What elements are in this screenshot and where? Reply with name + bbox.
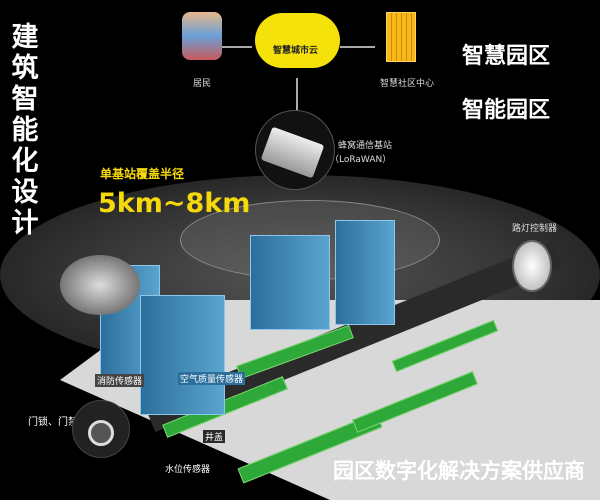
streetlight-controller-icon: [512, 240, 552, 292]
base-station-protocol: （LoRaWAN）: [330, 155, 392, 165]
water-sensor-label: 水位传感器: [165, 465, 211, 475]
base-station-label: 蜂窝通信基站: [338, 141, 393, 151]
cloud-label: 智慧城市云: [273, 46, 319, 56]
bottom-title: 园区数字化解决方案供应商: [333, 459, 585, 483]
arrow-residents-cloud: [222, 46, 252, 48]
coverage-label: 单基站覆盖半径: [100, 167, 185, 181]
manhole-label: 井盖: [203, 430, 226, 443]
building: [250, 235, 330, 330]
coverage-range: 5km~8km: [98, 188, 251, 219]
arrow-cloud-center: [340, 46, 375, 48]
lock-icon: [88, 420, 114, 446]
cloud-icon: [255, 13, 340, 68]
right-title-2: 智能园区: [462, 98, 551, 123]
smoke-cloud: [60, 255, 140, 315]
fire-sensor-label: 消防传感器: [95, 374, 145, 387]
building: [140, 295, 225, 415]
community-center-icon: [386, 12, 416, 62]
left-title: 建筑智能化设计: [11, 22, 39, 239]
right-title-1: 智慧园区: [462, 44, 551, 69]
door-lock-label: 门锁、门禁: [28, 417, 78, 428]
residents-label: 居民: [193, 79, 212, 89]
building: [335, 220, 395, 325]
community-center-label: 智慧社区中心: [380, 79, 435, 89]
air-sensor-label: 空气质量传感器: [178, 372, 246, 385]
streetlight-controller-label: 路灯控制器: [512, 224, 558, 234]
arrow-cloud-station: [296, 78, 298, 123]
residents-icon: [182, 12, 222, 60]
